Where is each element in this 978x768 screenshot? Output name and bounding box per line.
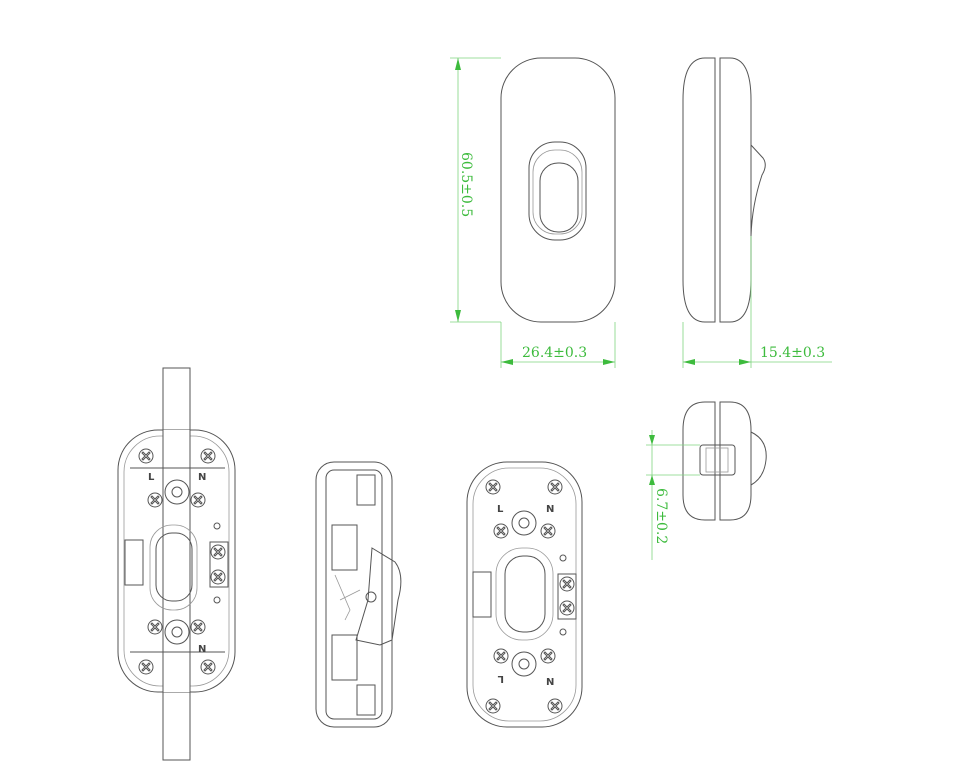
section-view [315,461,402,728]
toggle-detail-view [682,401,767,521]
dimension-toggle: 6.7±0.2 [646,430,700,560]
dimension-width: 26.4±0.3 [500,322,616,368]
dimension-depth: 15.4±0.3 [682,236,832,368]
internal-view-with-cable: L N N [117,367,236,761]
internal-view: L N L N [466,461,583,728]
terminal-label: N [546,504,554,515]
side-view [682,57,766,323]
terminal-label: N [546,677,554,688]
terminal-label: N [198,644,206,655]
terminal-label: L [148,472,155,483]
front-view [500,57,616,323]
terminal-label: L [497,673,504,684]
dimension-depth-label: 15.4±0.3 [760,345,825,361]
terminal-label: N [198,472,206,483]
dimension-width-label: 26.4±0.3 [522,345,587,361]
terminal-label: L [497,504,504,515]
dimension-height-label: 60.5±0.5 [458,152,474,217]
dimension-toggle-label: 6.7±0.2 [653,488,669,544]
dimension-height: 60.5±0.5 [450,57,501,323]
